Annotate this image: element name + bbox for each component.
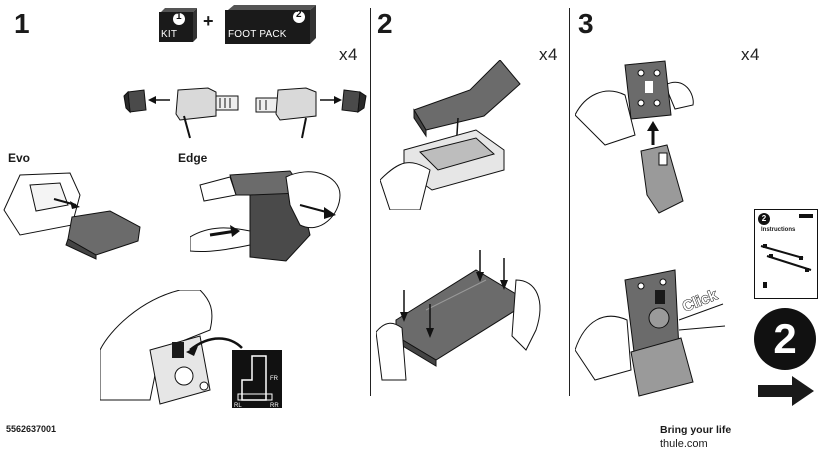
step-1-quantity: x4 <box>339 45 358 64</box>
kit-badge: 1 <box>176 11 182 22</box>
kit-box-graphic <box>159 8 197 42</box>
corner-label-rl: RL <box>234 403 242 408</box>
step-3-number: 3 <box>578 8 594 39</box>
instructions-booklet[interactable]: 2 Instructions <box>754 209 818 299</box>
foot-pack-badge: 2 <box>296 9 302 20</box>
booklet-badge: 2 <box>758 213 770 225</box>
foot-pack-label: FOOT PACK <box>228 29 287 40</box>
evo-foot-illustration <box>3 172 141 260</box>
tagline: Bring your life <box>660 424 732 436</box>
foot-pack-icon <box>225 5 316 44</box>
booklet-roof-bars-graphic <box>760 244 812 272</box>
step-2-number: 2 <box>377 8 393 39</box>
foot-pad-insert-illustration <box>380 60 521 210</box>
evo-label: Evo <box>8 151 31 165</box>
edge-label: Edge <box>178 151 208 165</box>
kit-label: KIT <box>161 29 178 40</box>
website-link[interactable]: thule.com <box>660 438 708 450</box>
roof-corner-diagram: FR RL RR <box>232 350 282 408</box>
corner-label-fr: FR <box>270 376 279 382</box>
booklet-small-mark <box>763 282 767 288</box>
booklet-instructions-label: Instructions <box>761 227 796 233</box>
foot-disassembly-illustration <box>123 87 367 139</box>
foot-bracket-attach-illustration <box>575 60 694 214</box>
click-icon: Click <box>680 286 720 315</box>
vehicle-mount-illustration <box>100 290 243 405</box>
foot-bracket-click-illustration: Click <box>575 269 726 397</box>
foot-pack-box: 2 FOOT PACK <box>224 4 316 44</box>
foot-pad-press-illustration <box>376 250 541 381</box>
next-step-circle[interactable]: 2 <box>754 308 816 370</box>
part-number: 5562637001 <box>6 424 57 434</box>
step-2-quantity: x4 <box>539 45 558 64</box>
plus-sign: + <box>203 11 214 31</box>
step-3-quantity: x4 <box>741 45 760 64</box>
step-1-number: 1 <box>14 8 30 39</box>
booklet-logo-bar <box>799 214 813 218</box>
divider-step2-step3 <box>569 8 570 396</box>
corner-label-rr: RR <box>270 403 279 408</box>
divider-step1-step2 <box>370 8 371 396</box>
edge-foot-illustration <box>190 170 341 262</box>
kit-box: 1 KIT <box>157 6 197 42</box>
arrow-right-icon[interactable] <box>758 376 814 406</box>
